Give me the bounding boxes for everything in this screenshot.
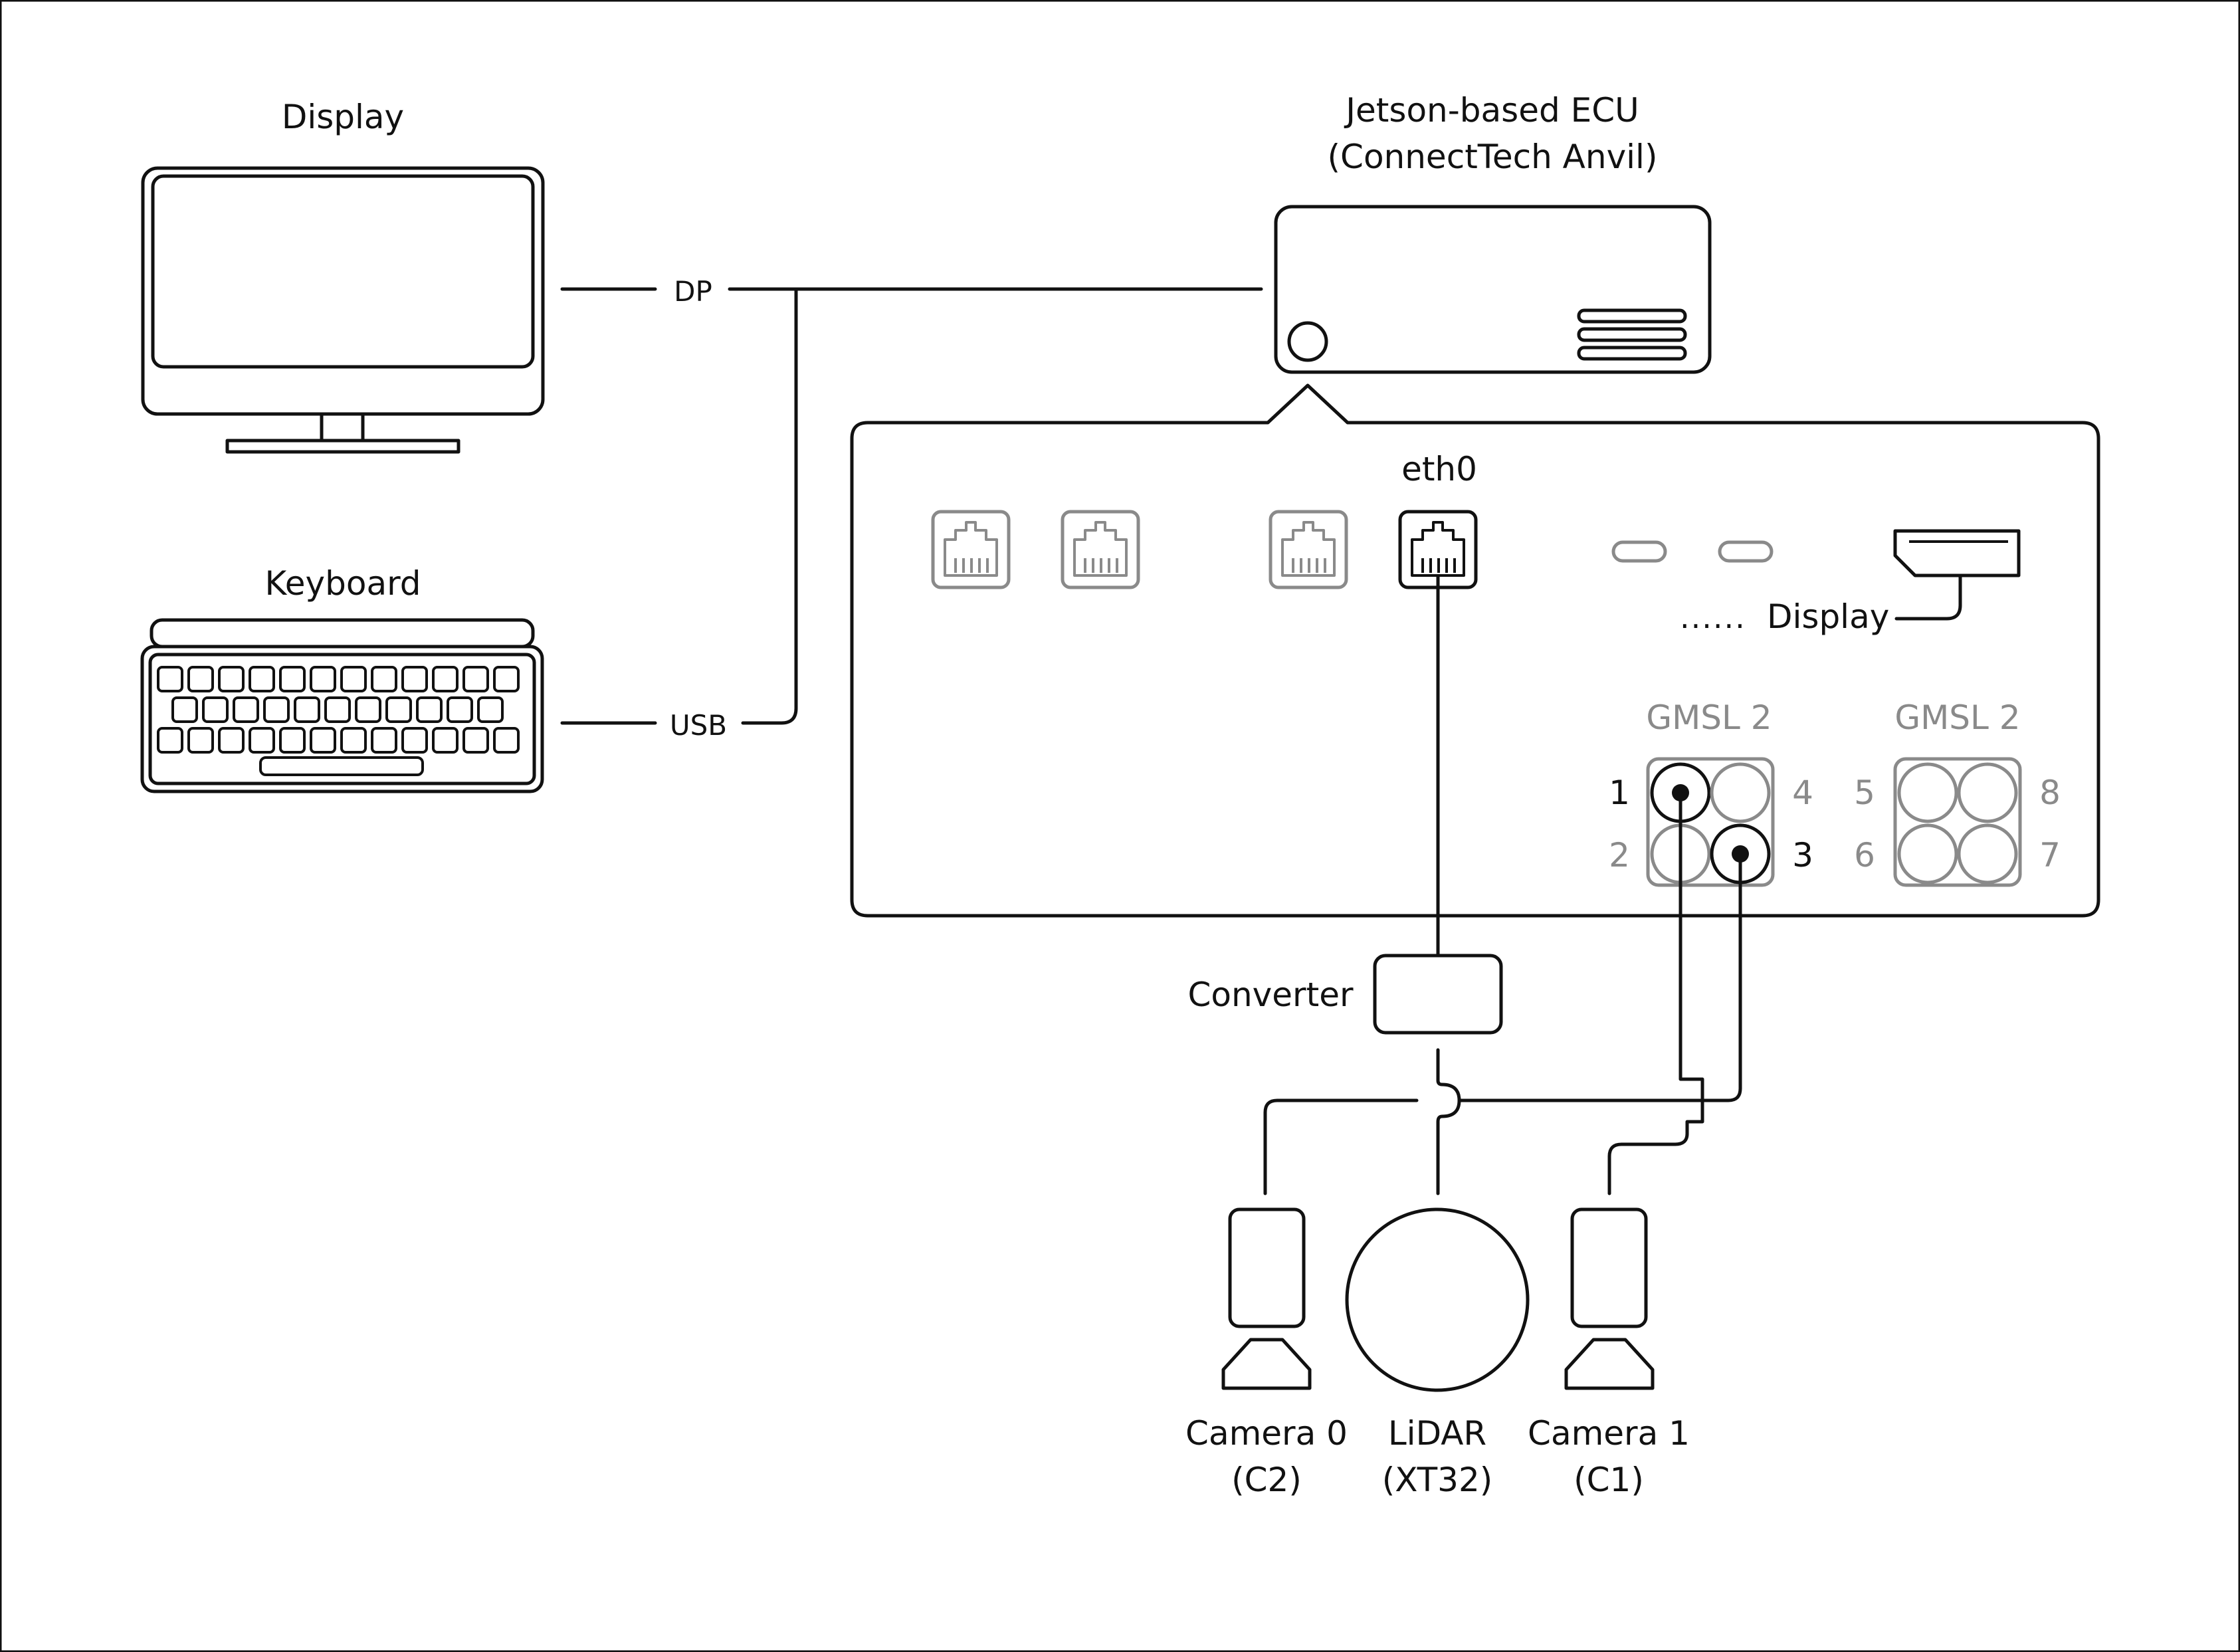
keyboard-key xyxy=(401,666,428,692)
display-monitor-icon xyxy=(141,166,545,454)
lidar-label: LiDAR xyxy=(1388,1414,1486,1453)
keyboard-label: Keyboard xyxy=(264,564,421,603)
keyboard-key xyxy=(432,666,458,692)
keyboard-key xyxy=(462,666,489,692)
gmsl-left-label: GMSL 2 xyxy=(1646,698,1772,737)
ethernet-port-icon xyxy=(1269,510,1348,589)
ecu-subtitle: (ConnectTech Anvil) xyxy=(1328,138,1658,176)
keyboard-key xyxy=(249,727,275,754)
keyboard-key xyxy=(218,727,245,754)
keyboard-key xyxy=(279,727,306,754)
keyboard-key xyxy=(157,666,183,692)
gmsl-port-4: 4 xyxy=(1792,774,1813,812)
gmsl-right-label: GMSL 2 xyxy=(1894,698,2020,737)
keyboard-key xyxy=(493,727,520,754)
keyboard-key xyxy=(340,666,367,692)
keyboard-key xyxy=(294,696,320,723)
keyboard-key xyxy=(279,666,306,692)
lidar-icon xyxy=(1345,1207,1530,1392)
keyboard-key xyxy=(416,696,443,723)
keyboard-key xyxy=(340,727,367,754)
camera1-id: (C1) xyxy=(1574,1461,1644,1499)
keyboard-key xyxy=(187,727,214,754)
keyboard-key xyxy=(233,696,259,723)
camera0-id: (C2) xyxy=(1231,1461,1302,1499)
gmsl-port-2: 2 xyxy=(1609,836,1630,875)
keyboard-key xyxy=(310,666,336,692)
displayport-icon xyxy=(1893,529,2021,577)
keyboard-key xyxy=(385,696,412,723)
camera1-label: Camera 1 xyxy=(1528,1414,1690,1453)
gmsl-port-3: 3 xyxy=(1792,836,1813,875)
gmsl-left-connector xyxy=(1646,757,1775,887)
gmsl-port-1: 1 xyxy=(1609,774,1630,812)
converter-box xyxy=(1373,954,1503,1035)
keyboard-key xyxy=(310,727,336,754)
keyboard-key xyxy=(249,666,275,692)
ethernet-port-icon xyxy=(1061,510,1140,589)
gmsl-port-8: 8 xyxy=(2039,774,2061,812)
camera1-cable xyxy=(1607,791,1704,1195)
ethernet-port-icon xyxy=(931,510,1011,589)
keyboard-key xyxy=(202,696,229,723)
keyboard-key xyxy=(371,727,397,754)
usb-c-port-icon xyxy=(1718,540,1774,563)
keyboard-key xyxy=(263,696,290,723)
keyboard-icon xyxy=(140,618,544,793)
display-port-leader xyxy=(1894,575,1962,621)
eth0-label: eth0 xyxy=(1401,450,1477,488)
keyboard-key xyxy=(477,696,504,723)
keyboard-key xyxy=(355,696,381,723)
gmsl-port-5: 5 xyxy=(1854,774,1875,812)
keyboard-key xyxy=(401,727,428,754)
keyboard-key xyxy=(157,727,183,754)
display-label: Display xyxy=(282,98,404,136)
keyboard-key xyxy=(371,666,397,692)
display-port-dots: ...... xyxy=(1680,599,1746,635)
keyboard-key xyxy=(462,727,489,754)
keyboard-key xyxy=(187,666,214,692)
gmsl-right-connector xyxy=(1893,757,2022,887)
keyboard-key xyxy=(447,696,473,723)
usb-cable-right xyxy=(741,287,798,725)
usb-c-port-icon xyxy=(1611,540,1667,563)
ecu-title: Jetson-based ECU xyxy=(1344,91,1639,130)
ecu-rear-panel xyxy=(850,383,2100,918)
converter-label: Converter xyxy=(1187,976,1353,1014)
display-port-label: Display xyxy=(1767,597,1889,636)
camera0-icon xyxy=(1221,1207,1312,1390)
lidar-id: (XT32) xyxy=(1382,1461,1493,1499)
gmsl-port-6: 6 xyxy=(1854,836,1875,875)
keyboard-key xyxy=(171,696,198,723)
gmsl-port-7: 7 xyxy=(2039,836,2061,875)
camera1-icon xyxy=(1564,1207,1655,1390)
camera0-label: Camera 0 xyxy=(1185,1414,1348,1453)
keyboard-key xyxy=(324,696,351,723)
dp-label: DP xyxy=(674,275,712,308)
keyboard-key xyxy=(218,666,245,692)
usb-label: USB xyxy=(670,709,727,742)
ecu-box-icon xyxy=(1274,205,1712,374)
keyboard-key xyxy=(432,727,458,754)
camera0-cable xyxy=(1263,852,1742,1195)
keyboard-key xyxy=(493,666,520,692)
